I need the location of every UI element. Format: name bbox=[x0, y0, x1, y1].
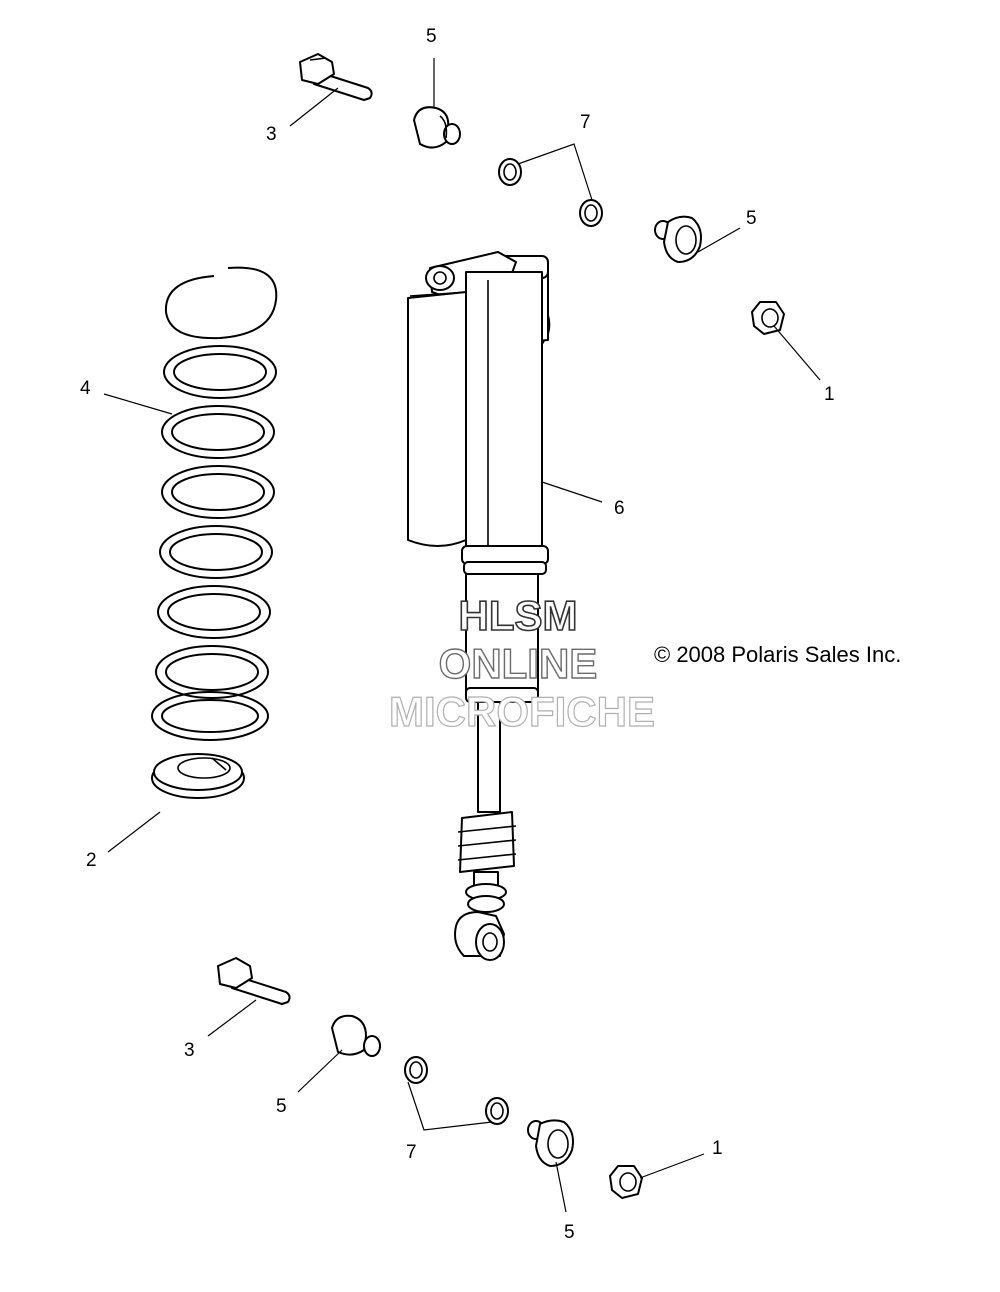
watermark: HLSM ONLINE MICROFICHE bbox=[388, 591, 655, 735]
bushing-top[interactable] bbox=[413, 106, 461, 149]
callout-5-bottom-right: 5 bbox=[564, 1222, 575, 1243]
leader-lines bbox=[103, 58, 821, 1213]
callout-4: 4 bbox=[80, 378, 91, 399]
callout-5-bottom-left: 5 bbox=[276, 1096, 287, 1117]
callout-2: 2 bbox=[86, 850, 97, 871]
callout-5-top-right: 5 bbox=[746, 208, 757, 229]
bushing-top-right[interactable] bbox=[654, 215, 702, 263]
o-ring-top-1[interactable] bbox=[498, 158, 522, 186]
spring-retainer[interactable] bbox=[151, 753, 245, 799]
coil-spring[interactable] bbox=[151, 266, 278, 741]
shock-absorber[interactable] bbox=[407, 251, 551, 961]
nut-bottom[interactable] bbox=[609, 1165, 643, 1199]
callout-7-bottom: 7 bbox=[406, 1142, 417, 1163]
callout-3-bottom: 3 bbox=[184, 1040, 195, 1061]
watermark-line-1: HLSM bbox=[459, 592, 578, 639]
callout-5-top: 5 bbox=[426, 26, 437, 47]
watermark-line-3: MICROFICHE bbox=[389, 688, 655, 735]
callout-3-top: 3 bbox=[266, 124, 277, 145]
callout-1-top: 1 bbox=[824, 384, 835, 405]
bolt-top[interactable] bbox=[299, 53, 373, 101]
o-ring-bottom-2[interactable] bbox=[485, 1097, 509, 1125]
callout-7-top: 7 bbox=[580, 112, 591, 133]
nut-top[interactable] bbox=[751, 301, 785, 335]
copyright-notice: © 2008 Polaris Sales Inc. bbox=[654, 642, 901, 667]
bushing-bottom-left[interactable] bbox=[331, 1014, 381, 1057]
bolt-bottom[interactable] bbox=[217, 957, 291, 1005]
callout-1-bottom: 1 bbox=[712, 1138, 723, 1159]
o-ring-bottom-1[interactable] bbox=[404, 1056, 428, 1084]
callout-6: 6 bbox=[614, 498, 625, 519]
bushing-bottom-right[interactable] bbox=[527, 1119, 574, 1167]
watermark-line-2: ONLINE bbox=[439, 640, 598, 687]
o-ring-top-2[interactable] bbox=[579, 199, 603, 227]
